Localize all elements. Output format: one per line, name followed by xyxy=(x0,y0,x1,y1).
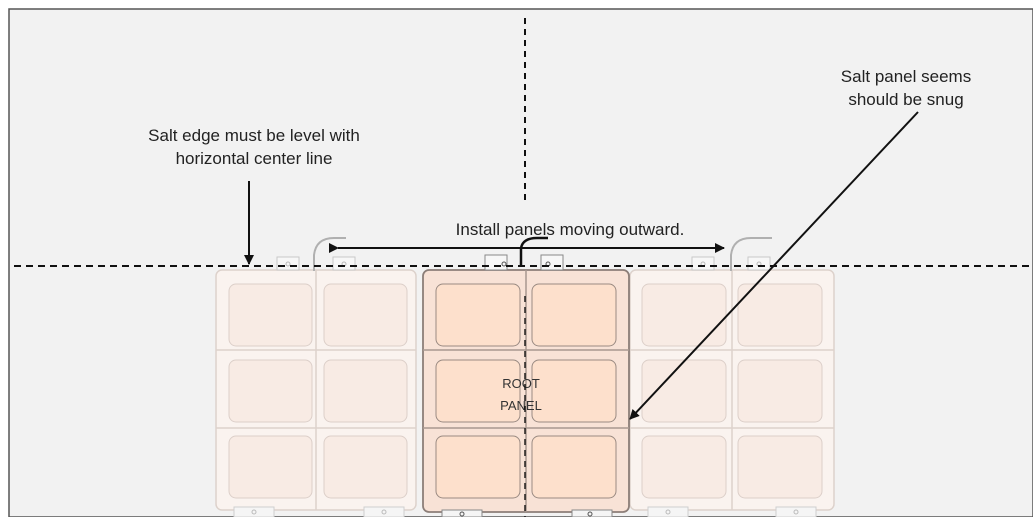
root-panel: ROOT PANEL xyxy=(422,254,630,517)
root-cell xyxy=(435,435,521,499)
install-label: Install panels moving outward. xyxy=(456,220,685,239)
root-cell xyxy=(531,435,617,499)
snug-arrow xyxy=(629,111,919,420)
salt-edge-label-line1: Salt edge must be level with xyxy=(148,126,360,145)
hook-bracket-right xyxy=(730,237,772,271)
root-cell xyxy=(435,359,521,423)
root-panel-label-line2: PANEL xyxy=(500,398,542,413)
root-panel-label-line1: ROOT xyxy=(502,376,540,391)
root-cell xyxy=(435,283,521,347)
snug-label-line2: should be snug xyxy=(848,90,963,109)
root-cell xyxy=(531,283,617,347)
right-side-panels xyxy=(629,256,835,517)
hook-bracket-left xyxy=(313,237,346,271)
snug-label-line1: Salt panel seems xyxy=(841,67,971,86)
salt-edge-label-line2: horizontal center line xyxy=(176,149,333,168)
root-cell xyxy=(531,359,617,423)
left-side-panels xyxy=(215,256,417,517)
